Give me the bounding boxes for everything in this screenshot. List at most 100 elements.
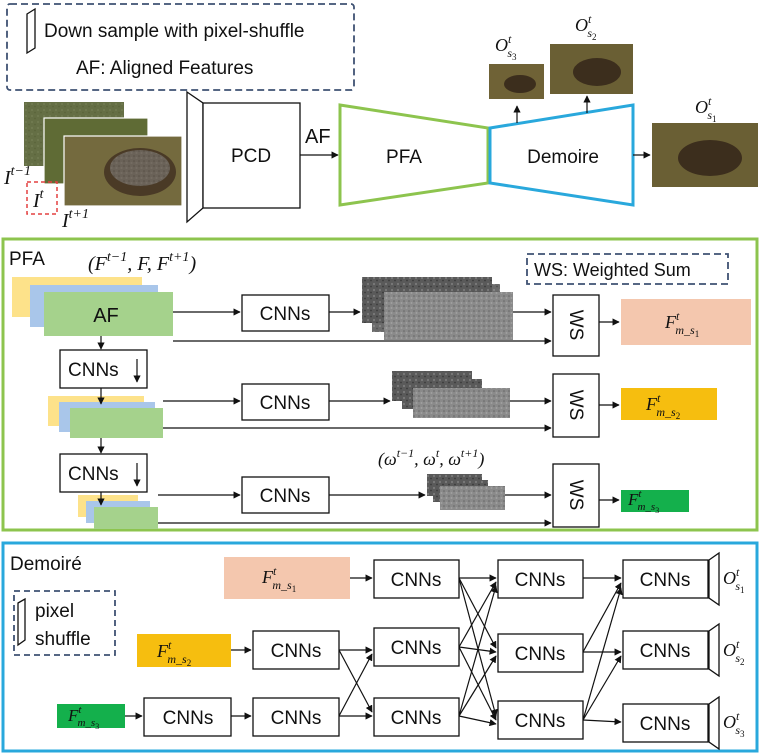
dm-cnns-label: CNNs: [391, 570, 442, 591]
pfa-panel-title: PFA: [9, 249, 45, 270]
f-s2-box: [621, 388, 717, 420]
ws-label-2: WS: [565, 390, 586, 421]
frame-cur-label: It: [32, 187, 45, 212]
cnns-label-row1: CNNs: [260, 304, 311, 325]
pcd-module: PCD: [186, 90, 301, 224]
feature-green-3: [94, 507, 158, 529]
demoire-connections: [125, 574, 623, 727]
demoire-label: Demoire: [527, 147, 599, 168]
demoire-f-s3-box: [57, 704, 125, 728]
ws-box-1: [552, 294, 600, 357]
pixel-shuffle-icon: [17, 597, 26, 647]
ws-label-3: WS: [565, 480, 586, 511]
dm-cnns-label: CNNs: [271, 641, 322, 662]
af-feature-label: AF: [93, 305, 119, 327]
demoire-panel-title: Demoiré: [10, 554, 82, 575]
demoire-trapezoid: [488, 103, 635, 207]
dm-cnns-label: CNNs: [163, 708, 214, 729]
cnns-label-row2: CNNs: [260, 393, 311, 414]
dm-cnns-label: CNNs: [640, 714, 691, 735]
dm-cnns-r3c5: [622, 703, 709, 743]
cnns-box-row2: [241, 383, 330, 421]
ws-legend-text: WS: Weighted Sum: [534, 260, 691, 280]
dm-cnns-label: CNNs: [515, 711, 566, 732]
dm-cnns-r1c5: [622, 559, 709, 599]
features-label: (Ft−1, F, Ft+1): [88, 250, 196, 275]
frame-prev-label: It−1: [3, 164, 31, 189]
dm-cnns-label: CNNs: [640, 641, 691, 662]
pixel-shuffle-legend-border: [13, 590, 116, 656]
feature-green-2: [70, 408, 163, 438]
dm-cnns-r2c3: [373, 627, 460, 667]
top-legend: Down sample with pixel-shuffle AF: Align…: [6, 3, 355, 91]
dm-cnns-label: CNNs: [640, 570, 691, 591]
dm-cnns-r3c3: [373, 697, 460, 737]
cnns-box-row1: [241, 294, 330, 332]
demoire-f-s1-box: [224, 557, 350, 599]
dm-cnns-label: CNNs: [391, 638, 442, 659]
ws-box-3: [552, 463, 600, 528]
feature-green-1: [44, 292, 173, 336]
pixel-shuffle-icon: [26, 7, 36, 55]
dm-cnns-r1c4: [497, 559, 584, 599]
pixel-shuffle-desc: Down sample with pixel-shuffle: [44, 21, 305, 42]
dm-cnns-r3c1: [143, 697, 232, 737]
input-frames: It−1 It It+1: [3, 102, 183, 232]
pfa-module: PFA: [338, 103, 490, 207]
pixel-shuffle-line-2: shuffle: [35, 629, 91, 650]
cnns-down-box-1: [59, 349, 148, 389]
pfa-trapezoid: [338, 103, 490, 207]
pixel-shuffle-icon: [186, 90, 204, 224]
dm-cnns-r2c2: [252, 630, 340, 670]
ws-legend-border: [526, 253, 729, 285]
pfa-panel: PFA (Ft−1, F, Ft+1) WS: Weighted Sum AF …: [1, 237, 759, 532]
demoire-f-s2-box: [137, 634, 231, 667]
demoire-panel-border: [1, 541, 759, 753]
pixel-shuffle-icon: [708, 551, 720, 607]
dm-cnns-label: CNNs: [515, 644, 566, 665]
dm-cnns-r3c2: [252, 697, 340, 737]
weights-label: (ωt−1, ωt, ωt+1): [378, 446, 484, 470]
pixel-shuffle-icon: [708, 695, 720, 751]
f-s1-box: [621, 299, 751, 345]
dm-cnns-r3c4: [497, 700, 584, 740]
weight-map-1c: [384, 292, 513, 340]
af-desc: AF: Aligned Features: [76, 58, 253, 79]
ws-label-1: WS: [565, 310, 586, 341]
legend-border: [6, 3, 355, 91]
dm-cnns-r2c4: [497, 633, 584, 673]
weight-map-3c: [440, 486, 505, 510]
pfa-label: PFA: [386, 147, 422, 168]
demoire-module: Demoire: [488, 103, 635, 207]
f-s3-box: [621, 490, 689, 512]
dm-cnns-label: CNNs: [391, 708, 442, 729]
dm-cnns-label: CNNs: [271, 708, 322, 729]
pcd-label: PCD: [231, 146, 271, 167]
current-frame-marker: [26, 181, 58, 215]
pixel-shuffle-line-1: pixel: [35, 601, 74, 622]
frame-next-label: It+1: [61, 207, 89, 232]
dm-cnns-label: CNNs: [515, 570, 566, 591]
cnns-label-row3: CNNs: [260, 486, 311, 507]
cnns-down-box-2: [59, 453, 148, 493]
cnns-down-label-2: CNNs: [68, 464, 119, 485]
pfa-panel-border: [1, 237, 759, 532]
weight-map-2c: [413, 388, 510, 418]
dm-cnns-r2c5: [622, 630, 709, 670]
af-arrow-label: AF: [305, 126, 331, 148]
cnns-down-label-1: CNNs: [68, 360, 119, 381]
